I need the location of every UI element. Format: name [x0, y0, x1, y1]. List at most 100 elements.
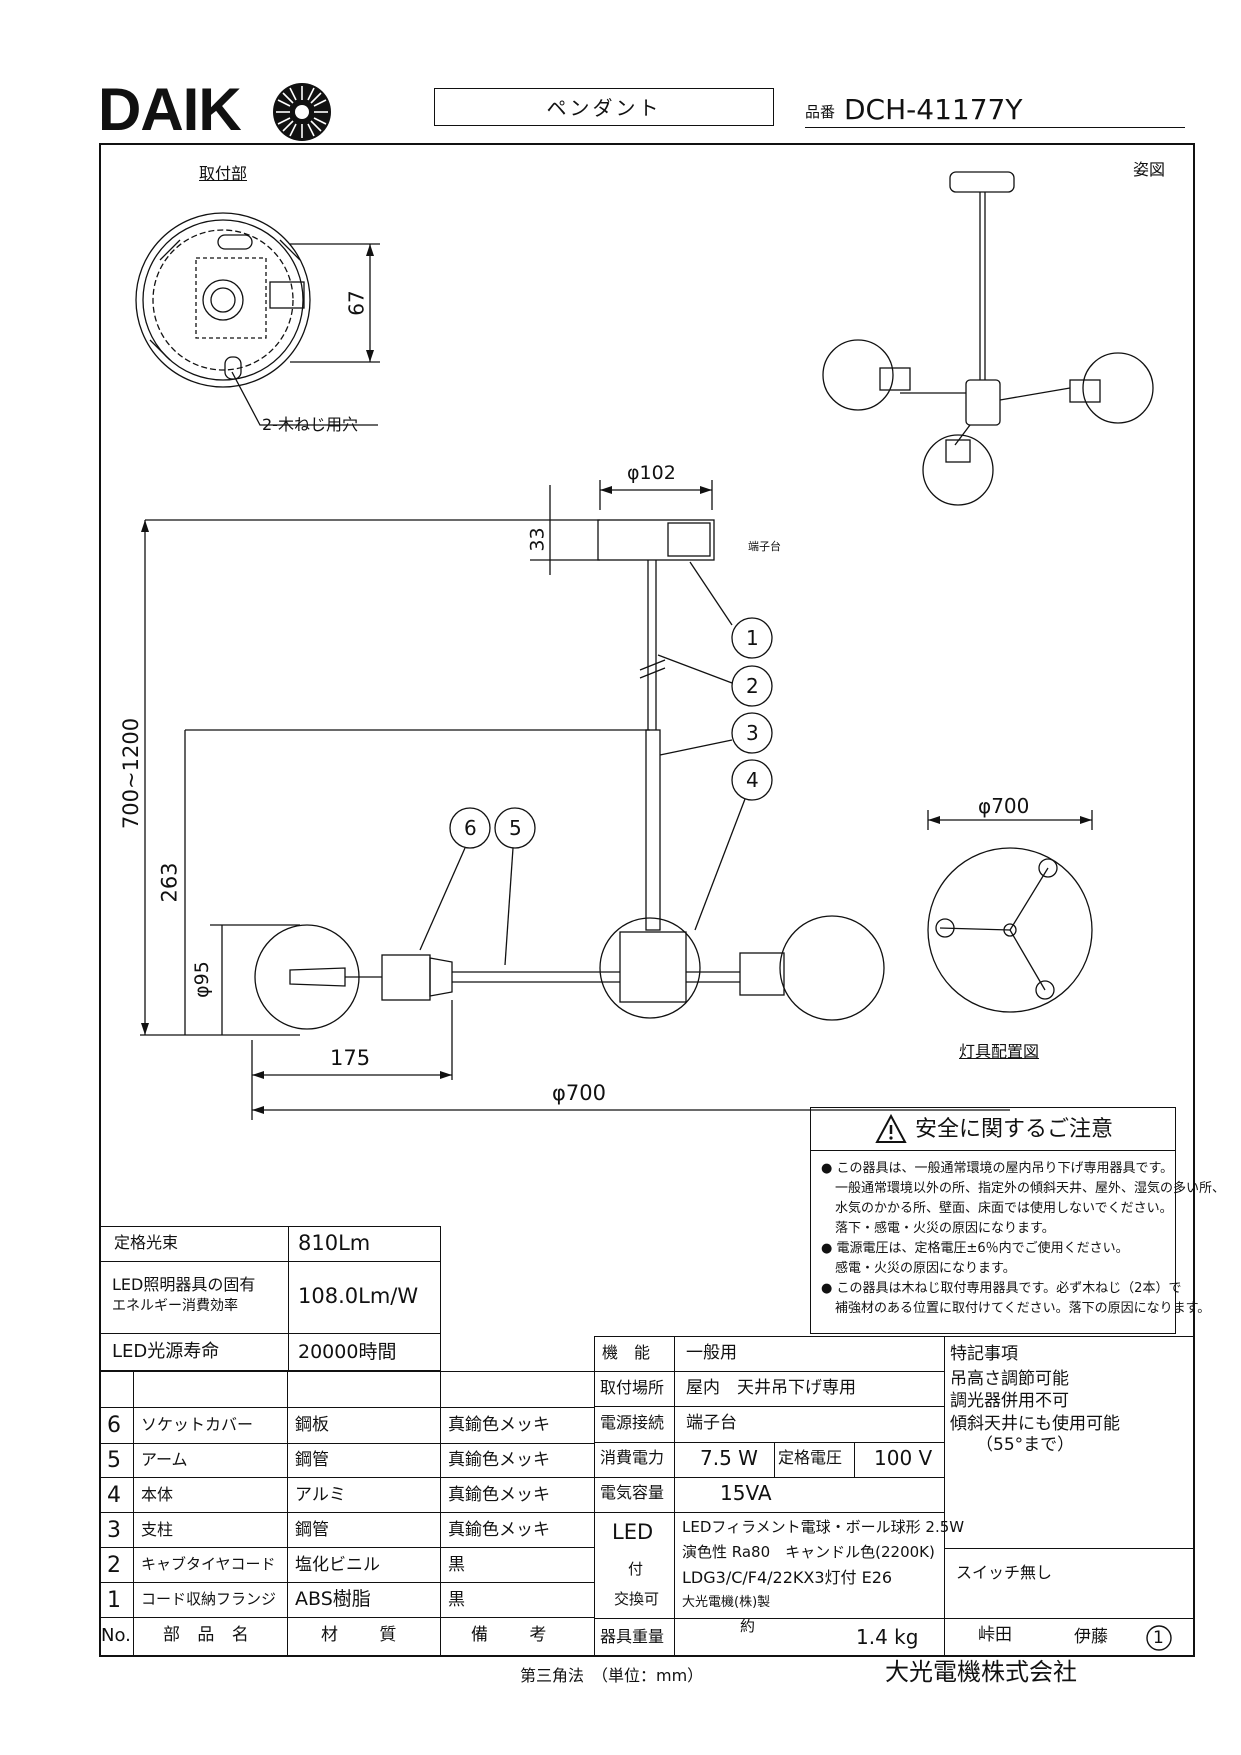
parts-header-no: No. [101, 1625, 131, 1646]
dia-top: φ102 [627, 462, 676, 484]
safety-title: 安全に関するご注意 [915, 1117, 1114, 1142]
part-5-material: 鋼管 [295, 1450, 329, 1470]
dim-33: 33 [526, 527, 549, 552]
dia-span: φ700 [552, 1081, 606, 1105]
led-label: LED [612, 1520, 654, 1544]
mount-title: 取付部 [199, 164, 248, 183]
signature-1: 峠田 [978, 1625, 1012, 1645]
weight-value: 1.4 kg [856, 1625, 919, 1649]
led-label-attached: 付 [628, 1560, 644, 1578]
callout-2: 2 [746, 674, 759, 698]
drawing-frame [99, 143, 1195, 1657]
voltage-label: 定格電圧 [778, 1448, 843, 1467]
install-value: 屋内 天井吊下げ専用 [686, 1378, 856, 1398]
projection-note: 第三角法 （単位：mm） [520, 1666, 704, 1685]
function-label: 機 能 [602, 1343, 651, 1362]
part-1-material: ABS樹脂 [295, 1588, 371, 1610]
part-3-note: 真鍮色メッキ [448, 1520, 550, 1540]
consumption-label: 消費電力 [600, 1448, 665, 1467]
capacity-value: 15VA [720, 1481, 772, 1505]
dim-175: 175 [330, 1046, 371, 1070]
remark-1: 吊高さ調節可能 [950, 1369, 1069, 1389]
part-3-name: 支柱 [141, 1520, 174, 1539]
safety-text: ● この器具は、一般通常環境の屋内吊り下げ専用器具です。 一般通常環境以外の所、… [821, 1161, 1226, 1316]
remarks-title: 特記事項 [950, 1344, 1018, 1364]
part-6-material: 鋼板 [295, 1415, 329, 1435]
weight-prefix: 約 [740, 1617, 756, 1635]
led-line-1: LEDフィラメント電球・ボール球形 2.5W [682, 1518, 965, 1536]
part-5-no: 5 [107, 1448, 121, 1473]
led-line-4: 大光電機(株)製 [682, 1595, 771, 1610]
led-label-replaceable: 交換可 [614, 1590, 660, 1608]
part-3-no: 3 [107, 1518, 121, 1543]
part-1-note: 黒 [448, 1590, 465, 1610]
part-5-note: 真鍮色メッキ [448, 1450, 550, 1470]
parts-header-note: 備 考 [471, 1625, 565, 1645]
part-2-no: 2 [107, 1553, 121, 1578]
screw-holes-label: 2-木ねじ用穴 [262, 415, 358, 434]
part-4-note: 真鍮色メッキ [448, 1485, 550, 1505]
led-line-2: 演色性 Ra80 キャンドル色(2200K) [682, 1543, 935, 1561]
callout-6: 6 [464, 816, 477, 840]
part-1-name: コード収納フランジ [141, 1590, 277, 1608]
layout-title: 灯具配置図 [959, 1042, 1040, 1061]
part-2-name: キャブタイヤコード [141, 1555, 276, 1573]
dim-95: φ95 [190, 961, 213, 998]
part-2-note: 黒 [448, 1555, 465, 1575]
callout-1: 1 [746, 626, 759, 650]
model-number: DCH-41177Y [844, 93, 1023, 126]
sheet-number-circle [1146, 1625, 1172, 1651]
dim-263: 263 [157, 862, 182, 903]
spec-life-value: 20000時間 [298, 1341, 397, 1363]
weight-label: 器具重量 [600, 1627, 665, 1646]
terminal-label: 端子台 [748, 540, 781, 553]
power-conn-value: 端子台 [686, 1413, 737, 1433]
spec-life-label: LED光源寿命 [112, 1341, 220, 1362]
parts-table: 6 ソケットカバー 鋼板 真鍮色メッキ 5 アーム 鋼管 真鍮色メッキ 4 本体… [99, 1371, 594, 1657]
power-conn-label: 電源接続 [600, 1413, 665, 1432]
part-6-note: 真鍮色メッキ [448, 1415, 550, 1435]
remark-3: 傾斜天井にも使用可能 [950, 1414, 1120, 1434]
spec-efficiency-value: 108.0Lm/W [298, 1284, 419, 1308]
part-1-no: 1 [107, 1588, 121, 1613]
brand-logo: DAIK [98, 80, 242, 140]
part-2-material: 塩化ビニル [295, 1555, 380, 1575]
part-4-material: アルミ [295, 1485, 346, 1505]
capacity-label: 電気容量 [600, 1483, 665, 1502]
warning-icon [875, 1114, 907, 1143]
consumption-value: 7.5 W [700, 1446, 758, 1470]
voltage-value: 100 V [874, 1446, 933, 1470]
safety-box: 安全に関するご注意 ● この器具は、一般通常環境の屋内吊り下げ専用器具です。 一… [810, 1107, 1226, 1334]
brand-text: DAIK [98, 76, 242, 143]
part-6-no: 6 [107, 1413, 121, 1438]
spec-flux-value: 810Lm [298, 1231, 371, 1255]
specs-right-table: 機 能 一般用 取付場所 屋内 天井吊下げ専用 電源接続 端子台 消費電力 7.… [594, 1336, 1194, 1657]
company-name: 大光電機株式会社 [885, 1658, 1077, 1686]
view-title: 姿図 [1133, 160, 1166, 179]
sun-logo-icon [273, 83, 331, 141]
part-4-name: 本体 [141, 1485, 174, 1504]
part-5-name: アーム [141, 1450, 188, 1469]
remark-2: 調光器併用不可 [950, 1391, 1069, 1411]
remark-4: （55°まで） [976, 1435, 1075, 1455]
function-value: 一般用 [686, 1343, 737, 1363]
install-label: 取付場所 [600, 1378, 665, 1397]
dim-height-range: 700~1200 [119, 717, 144, 830]
parts-header-material: 材 質 [321, 1625, 415, 1645]
part-3-material: 鋼管 [295, 1520, 329, 1540]
spec-flux-label: 定格光束 [114, 1233, 179, 1252]
part-4-no: 4 [107, 1483, 121, 1508]
specs-left-table: 定格光束 810Lm LED照明器具の固有 エネルギー消費効率 108.0Lm/… [99, 1226, 441, 1371]
part-6-name: ソケットカバー [141, 1415, 254, 1434]
callout-3: 3 [746, 721, 759, 745]
product-type-box: ペンダント [434, 88, 774, 126]
remarks-panel: 特記事項 吊高さ調節可能 調光器併用不可 傾斜天井にも使用可能 （55°まで） … [944, 1336, 1195, 1657]
product-type: ペンダント [546, 96, 662, 120]
layout-dia: φ700 [978, 794, 1030, 818]
model-prefix: 品番 [805, 103, 836, 121]
sheet-number: 1 [1153, 1628, 1164, 1648]
spec-efficiency-label-2: エネルギー消費効率 [112, 1298, 238, 1314]
switch-note: スイッチ無し [956, 1563, 1053, 1582]
spec-efficiency-label-1: LED照明器具の固有 [112, 1275, 256, 1294]
